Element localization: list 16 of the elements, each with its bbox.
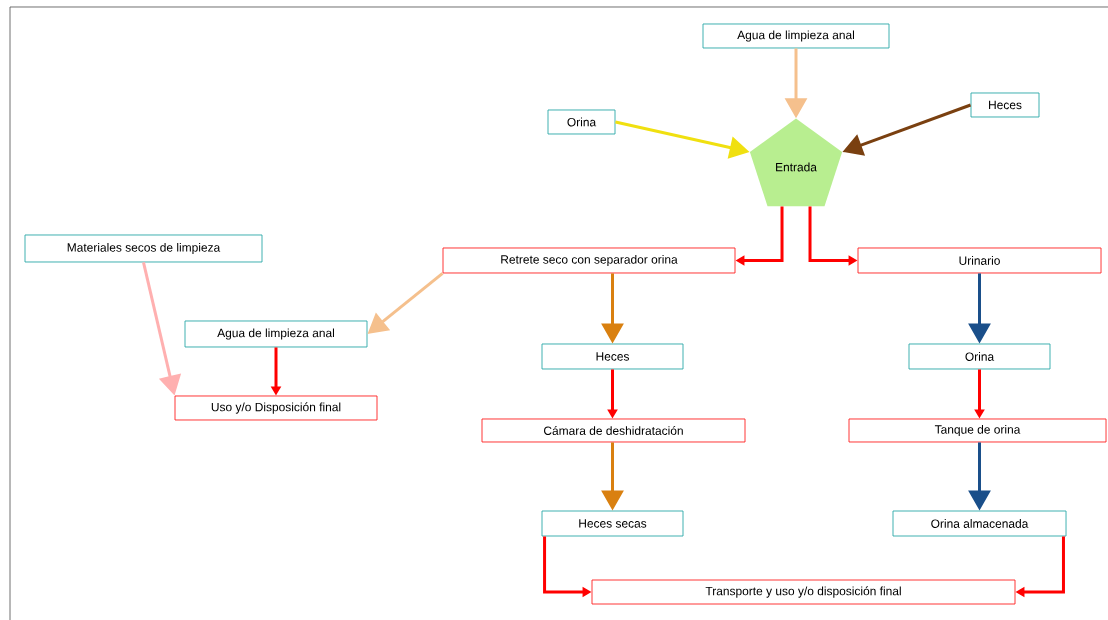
input-box: Heces: [541, 343, 684, 370]
input-box: Materiales secos de limpieza: [24, 234, 263, 263]
input-box: Heces: [970, 92, 1040, 118]
pentagon: Entrada: [749, 118, 843, 207]
input-box: Orina: [908, 343, 1051, 370]
process-box: Urinario: [857, 247, 1102, 274]
process-box: Cámara de deshidratación: [481, 418, 746, 443]
input-box: Agua de limpieza anal: [702, 23, 890, 49]
input-box: Orina almacenada: [892, 510, 1067, 537]
input-box: Orina: [547, 109, 616, 135]
process-box: Transporte y uso y/o disposición final: [591, 579, 1016, 605]
input-box: Agua de limpieza anal: [184, 320, 368, 348]
input-box: Heces secas: [541, 510, 684, 537]
process-box: Uso y/o Disposición final: [174, 395, 378, 421]
process-box: Retrete seco con separador orina: [442, 247, 736, 274]
process-box: Tanque de orina: [848, 418, 1107, 443]
